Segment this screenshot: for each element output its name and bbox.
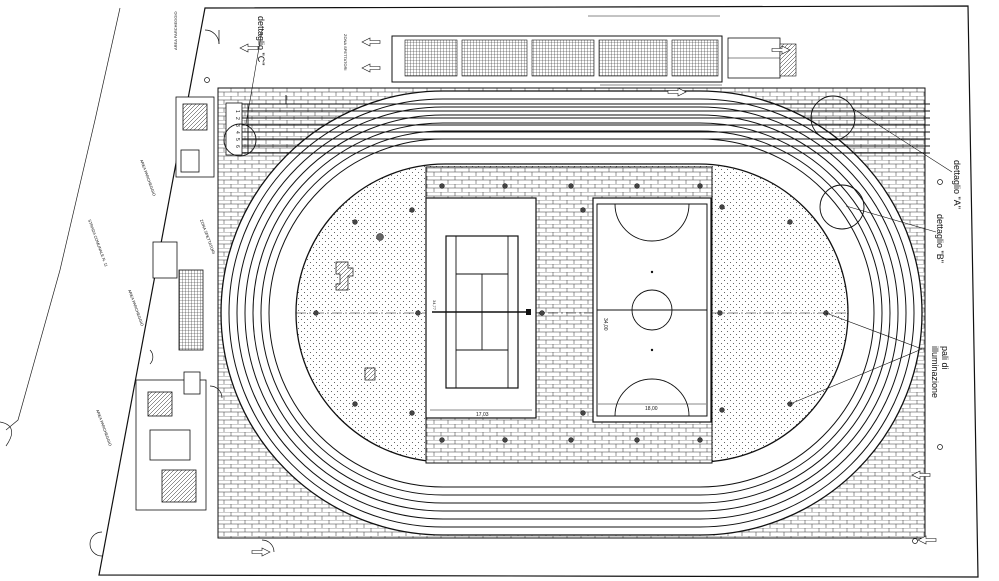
football-width-dimension: 18,00 xyxy=(645,406,658,412)
sprint-straight xyxy=(228,95,930,154)
tennis-court-surround xyxy=(425,197,537,419)
parking-label-2: AREA PARCHEGGIO xyxy=(139,159,157,197)
side-stand xyxy=(178,269,204,351)
parking-label-4: AREA PARCHEGGIO xyxy=(95,409,113,447)
site-boundary xyxy=(98,5,979,578)
football-court: 18,00 34,00 xyxy=(592,197,712,423)
tennis-width-dimension: 17,03 xyxy=(476,412,489,418)
detail-b-label: dettaglio "B" xyxy=(935,214,945,263)
boundary-markers xyxy=(204,77,943,544)
road-edge xyxy=(5,7,121,431)
poles-label-line2: illuminazione xyxy=(930,346,940,398)
detail-a-circle xyxy=(810,95,856,141)
detail-callouts: dettaglio "A" dettaglio "B" dettaglio "C… xyxy=(223,16,962,263)
parking-label-1: AREA PARCHEGGIO xyxy=(173,11,178,50)
detail-c-circle xyxy=(223,123,257,157)
lane-number-6: 6 xyxy=(234,145,240,148)
track-lane-3 xyxy=(236,106,907,520)
track-lane-5 xyxy=(252,122,891,504)
football-height-dimension: 34,00 xyxy=(602,318,608,331)
center-circle xyxy=(631,289,673,331)
spectator-label-2: ZONA SPETTATORI xyxy=(343,34,348,70)
light-poles xyxy=(313,183,829,443)
tennis-court: 17,03 34,77 xyxy=(425,197,537,419)
infield-equipment xyxy=(335,261,376,381)
lane-number-1: 1 xyxy=(234,110,240,113)
access-arrows xyxy=(239,37,937,557)
detail-b-circle xyxy=(819,184,865,230)
lane-number-3: 3 xyxy=(234,124,240,127)
track-lane-2 xyxy=(228,98,915,528)
lane-number-5: 5 xyxy=(234,138,240,141)
poles-label-line1: pali di xyxy=(940,346,950,370)
lane-number-2: 2 xyxy=(234,117,240,120)
poles-callout: pali di illuminazione xyxy=(789,312,950,405)
spectator-label-1: ZONA SPETTATORI xyxy=(199,219,216,255)
track-lane-4 xyxy=(244,114,899,512)
detail-a-label: dettaglio "A" xyxy=(952,160,962,209)
road-label: STRADA COMUNALE N. 11 xyxy=(87,219,109,269)
parking-label-3: AREA PARCHEGGIO xyxy=(127,289,145,327)
road-edge-2 xyxy=(0,421,13,447)
penalty-area-bottom xyxy=(614,378,690,417)
lane-number-4: 4 xyxy=(234,131,240,134)
tennis-height-dimension: 34,77 xyxy=(432,300,437,311)
track-lane-6 xyxy=(260,130,883,496)
gates xyxy=(89,29,275,557)
detail-c-label: dettaglio "C" xyxy=(256,16,266,65)
grandstand xyxy=(391,15,797,86)
penalty-area-top xyxy=(614,203,690,242)
kiosk xyxy=(152,241,178,279)
service-buildings xyxy=(135,96,215,511)
